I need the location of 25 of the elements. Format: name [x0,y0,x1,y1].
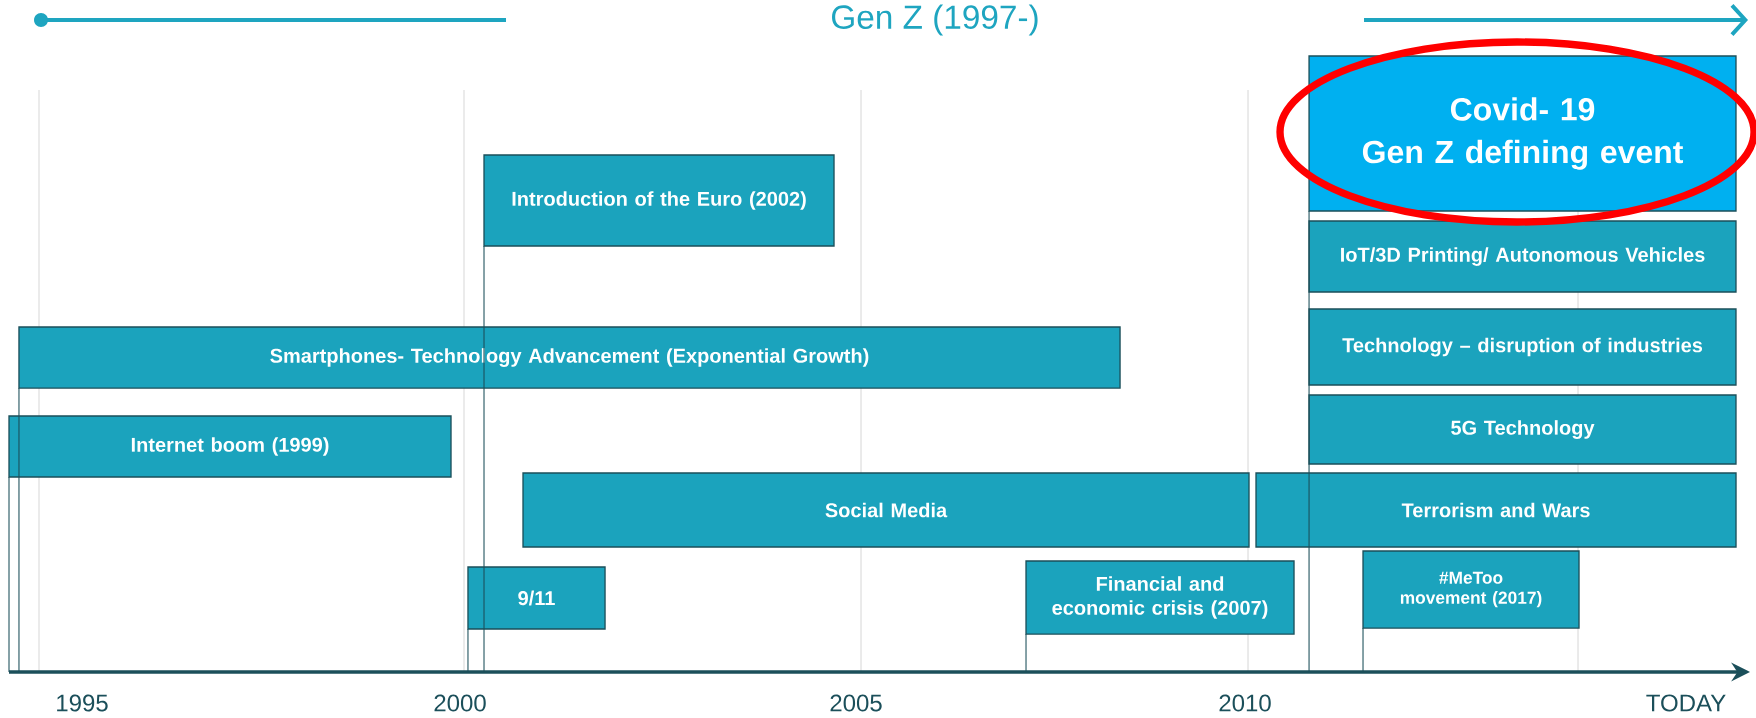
leader-line [1308,210,1310,673]
axis-label: 2000 [434,694,486,712]
leader-line [18,387,20,673]
event-box: Introduction of the Euro (2002) [483,154,835,247]
event-box: 5G Technology [1308,394,1737,465]
event-box: #MeToo movement (2017) [1362,550,1580,629]
leader-line [483,245,485,673]
event-box: Technology – disruption of industries [1308,308,1737,386]
event-box: IoT/3D Printing/ Autonomous Vehicles [1308,220,1737,293]
leader-line [1362,627,1364,673]
axis-label: 1995 [57,694,108,712]
axis-label: 2010 [1219,694,1271,712]
event-box: Financial and economic crisis (2007) [1025,560,1295,635]
event-box: 9/11 [467,566,606,630]
axis-label: 2005 [830,694,882,712]
axis-label: TODAY [1646,694,1726,712]
leader-line [467,628,469,673]
event-box: Covid- 19 Gen Z defining event [1308,55,1737,212]
title: Gen Z (1997-) [832,4,1038,36]
event-box: Internet boom (1999) [8,415,452,478]
event-box: Smartphones- Technology Advancement (Exponential Growth) [18,326,1121,389]
event-box: Terrorism and Wars [1255,472,1737,548]
leader-line [8,476,10,673]
event-box: Social Media [522,472,1250,548]
leader-line [1025,633,1027,673]
